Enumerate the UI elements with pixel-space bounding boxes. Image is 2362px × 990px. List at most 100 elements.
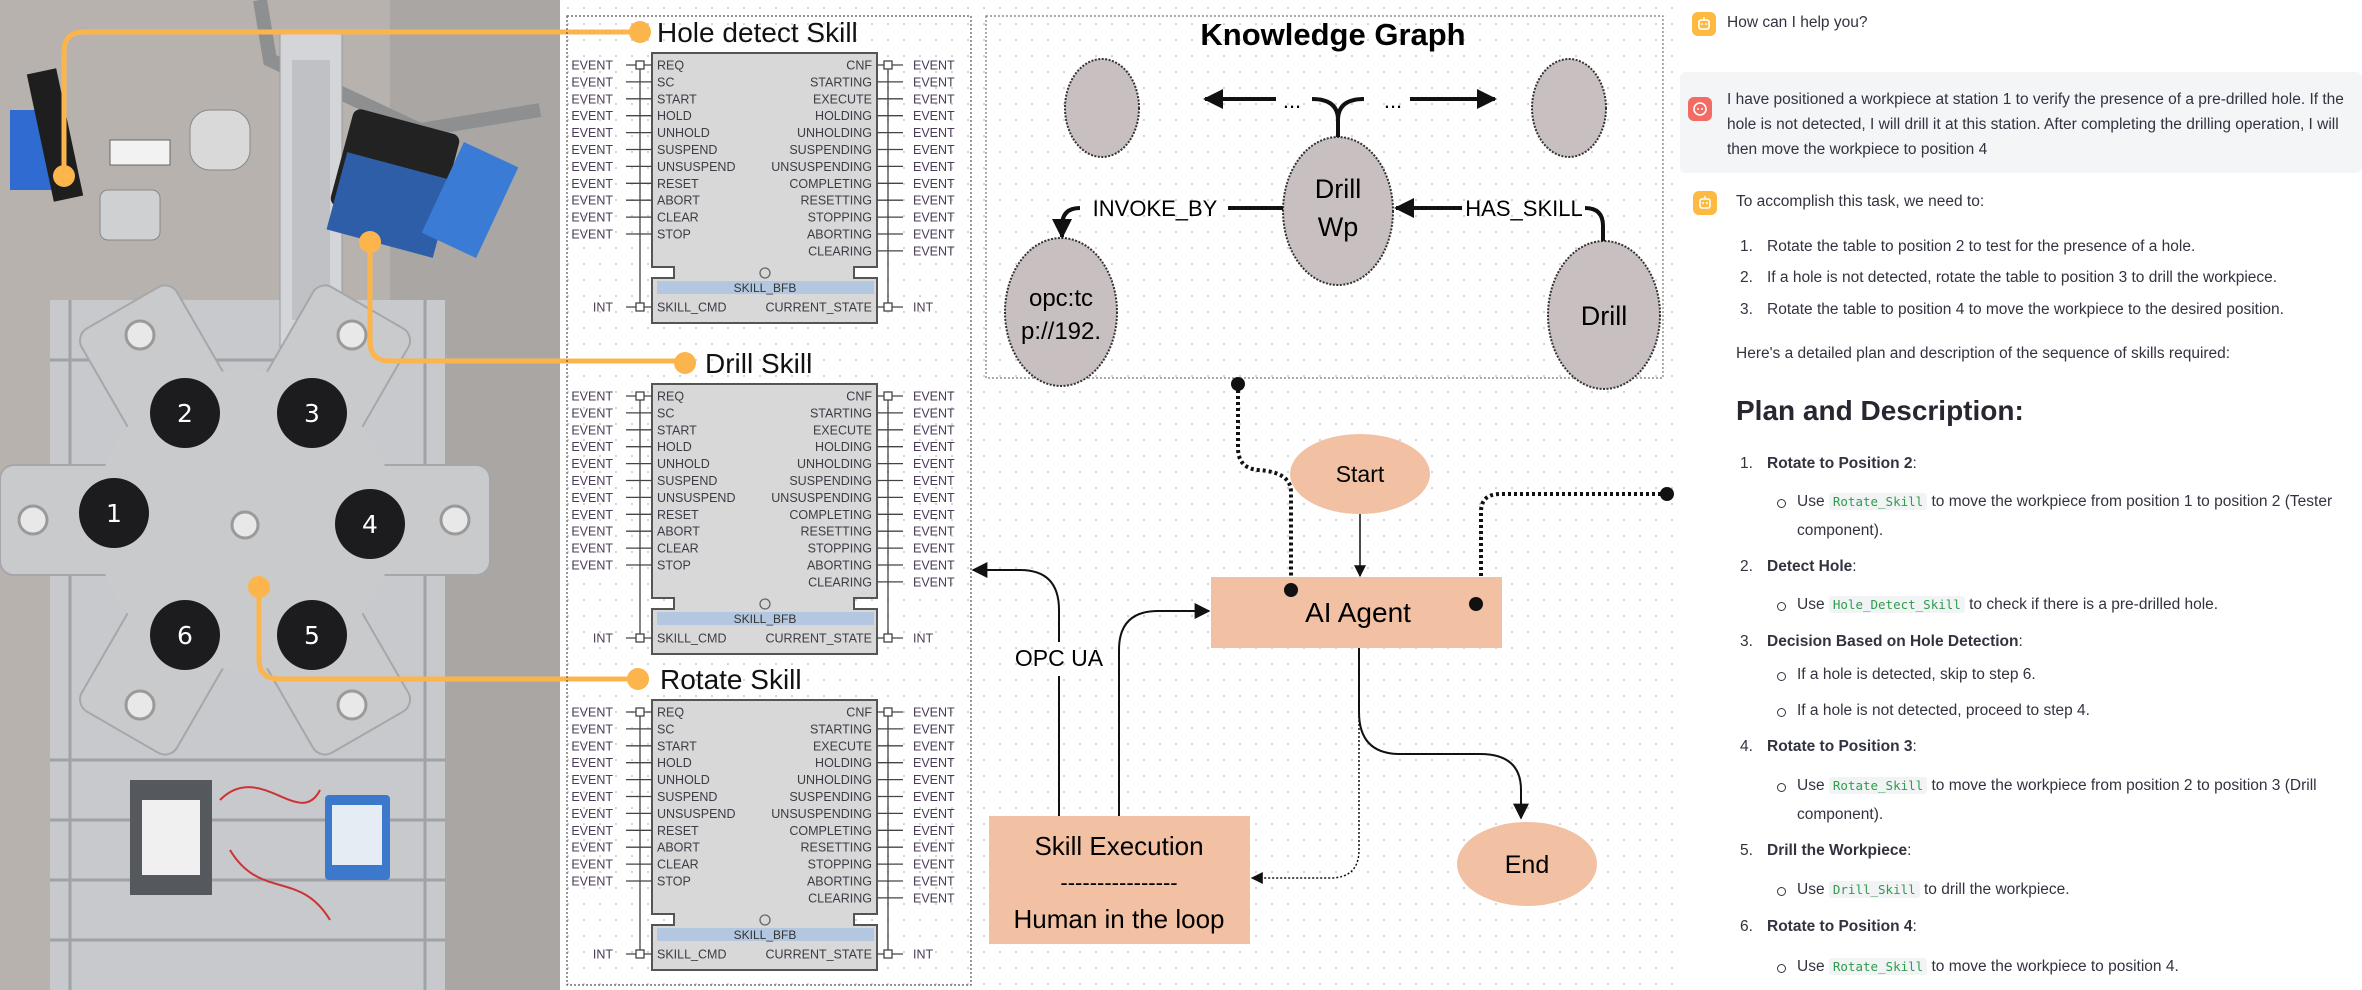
fb-output-execute[interactable]: EXECUTE: [813, 739, 872, 753]
event-type-label: EVENT: [913, 875, 955, 889]
fb-input-clear[interactable]: CLEAR: [657, 211, 699, 225]
fb-output-suspending[interactable]: SUSPENDING: [789, 143, 872, 157]
fb-input-abort[interactable]: ABORT: [657, 525, 700, 539]
fb-input-req[interactable]: REQ: [657, 706, 684, 720]
fb-input-abort[interactable]: ABORT: [657, 841, 700, 855]
plan-substep: Use Rotate_Skill to move the workpiece f…: [1797, 487, 2357, 545]
fb-input-unhold[interactable]: UNHOLD: [657, 457, 710, 471]
fb-output-aborting[interactable]: ABORTING: [807, 875, 872, 889]
skill-connectors: [61, 29, 685, 682]
fb-input-stop[interactable]: STOP: [657, 559, 691, 573]
fb-output-aborting[interactable]: ABORTING: [807, 228, 872, 242]
fb-output-unsuspending[interactable]: UNSUSPENDING: [771, 491, 872, 505]
fb-output-unholding[interactable]: UNHOLDING: [797, 773, 872, 787]
fb-output-aborting[interactable]: ABORTING: [807, 559, 872, 573]
fb-output-completing[interactable]: COMPLETING: [789, 508, 872, 522]
position-marker: [277, 378, 347, 448]
fb-output-starting[interactable]: STARTING: [810, 722, 872, 736]
fb-data-output[interactable]: CURRENT_STATE: [766, 301, 873, 315]
fb-input-suspend[interactable]: SUSPEND: [657, 143, 717, 157]
fb-input-suspend[interactable]: SUSPEND: [657, 474, 717, 488]
fb-data-input[interactable]: SKILL_CMD: [657, 632, 726, 646]
fb-input-unsuspend[interactable]: UNSUSPEND: [657, 160, 736, 174]
fb-input-hold[interactable]: HOLD: [657, 109, 692, 123]
fb-input-reset[interactable]: RESET: [657, 824, 699, 838]
fb-output-resetting[interactable]: RESETTING: [800, 525, 872, 539]
fb-data-output[interactable]: CURRENT_STATE: [766, 948, 873, 962]
fb-output-suspending[interactable]: SUSPENDING: [789, 790, 872, 804]
opc-ua-label: OPC UA: [1015, 645, 1104, 671]
fb-output-completing[interactable]: COMPLETING: [789, 824, 872, 838]
plan-step-title: Rotate to Position 4:: [1767, 918, 1917, 936]
fb-input-start[interactable]: START: [657, 92, 697, 106]
fb-output-holding[interactable]: HOLDING: [815, 756, 872, 770]
event-type-label: EVENT: [571, 390, 613, 404]
fb-output-unholding[interactable]: UNHOLDING: [797, 457, 872, 471]
fb-input-unsuspend[interactable]: UNSUSPEND: [657, 807, 736, 821]
fb-pin-connector: [635, 391, 645, 401]
step-text: Rotate the table to position 4 to move t…: [1767, 301, 2284, 318]
fb-output-unsuspending[interactable]: UNSUSPENDING: [771, 807, 872, 821]
fb-output-holding[interactable]: HOLDING: [815, 109, 872, 123]
fb-output-starting[interactable]: STARTING: [810, 75, 872, 89]
fb-output-cnf[interactable]: CNF: [846, 390, 872, 404]
fb-input-reset[interactable]: RESET: [657, 177, 699, 191]
plan-step-title-text: Drill the Workpiece: [1767, 842, 1908, 859]
fb-input-start[interactable]: START: [657, 423, 697, 437]
fb-output-cnf[interactable]: CNF: [846, 59, 872, 73]
fb-input-clear[interactable]: CLEAR: [657, 858, 699, 872]
fb-input-stop[interactable]: STOP: [657, 875, 691, 889]
fb-input-hold[interactable]: HOLD: [657, 440, 692, 454]
fb-input-clear[interactable]: CLEAR: [657, 542, 699, 556]
event-type-label: EVENT: [913, 706, 955, 720]
kg-node-label: Wp: [1318, 212, 1359, 242]
fb-output-completing[interactable]: COMPLETING: [789, 177, 872, 191]
fb-output-starting[interactable]: STARTING: [810, 406, 872, 420]
fb-input-abort[interactable]: ABORT: [657, 194, 700, 208]
event-type-label: EVENT: [913, 841, 955, 855]
fb-input-unhold[interactable]: UNHOLD: [657, 773, 710, 787]
fb-input-unhold[interactable]: UNHOLD: [657, 126, 710, 140]
fb-output-cnf[interactable]: CNF: [846, 706, 872, 720]
fb-data-input[interactable]: SKILL_CMD: [657, 301, 726, 315]
event-type-label: EVENT: [913, 194, 955, 208]
fb-output-execute[interactable]: EXECUTE: [813, 423, 872, 437]
fb-output-holding[interactable]: HOLDING: [815, 440, 872, 454]
fb-output-clearing[interactable]: CLEARING: [808, 891, 872, 905]
fb-output-unholding[interactable]: UNHOLDING: [797, 126, 872, 140]
fb-type-name: SKILL_BFB: [734, 928, 797, 942]
fb-output-suspending[interactable]: SUSPENDING: [789, 474, 872, 488]
fb-input-req[interactable]: REQ: [657, 390, 684, 404]
fb-input-unsuspend[interactable]: UNSUSPEND: [657, 491, 736, 505]
fb-input-start[interactable]: START: [657, 739, 697, 753]
fb-output-stopping[interactable]: STOPPING: [808, 211, 872, 225]
fb-input-hold[interactable]: HOLD: [657, 756, 692, 770]
position-marker: [335, 489, 405, 559]
fb-output-unsuspending[interactable]: UNSUSPENDING: [771, 160, 872, 174]
fb-input-sc[interactable]: SC: [657, 722, 674, 736]
fb-output-resetting[interactable]: RESETTING: [800, 194, 872, 208]
plan-step-colon: :: [1912, 918, 1917, 935]
event-type-label: EVENT: [571, 542, 613, 556]
user-message: I have positioned a workpiece at station…: [1727, 91, 2344, 158]
fb-input-req[interactable]: REQ: [657, 59, 684, 73]
fb-input-reset[interactable]: RESET: [657, 508, 699, 522]
fb-input-sc[interactable]: SC: [657, 406, 674, 420]
fb-output-stopping[interactable]: STOPPING: [808, 542, 872, 556]
fb-input-suspend[interactable]: SUSPEND: [657, 790, 717, 804]
fb-input-stop[interactable]: STOP: [657, 228, 691, 242]
fb-output-clearing[interactable]: CLEARING: [808, 575, 872, 589]
event-type-label: EVENT: [913, 143, 955, 157]
fb-output-clearing[interactable]: CLEARING: [808, 244, 872, 258]
event-type-label: EVENT: [913, 75, 955, 89]
fb-input-sc[interactable]: SC: [657, 75, 674, 89]
step-number: 3.: [1740, 301, 1753, 318]
fb-type-bar: [657, 928, 874, 941]
fb-data-input[interactable]: SKILL_CMD: [657, 948, 726, 962]
fb-output-resetting[interactable]: RESETTING: [800, 841, 872, 855]
step-text: If a hole is not detected, rotate the ta…: [1767, 269, 2278, 286]
fb-output-execute[interactable]: EXECUTE: [813, 92, 872, 106]
fb-data-output[interactable]: CURRENT_STATE: [766, 632, 873, 646]
fb-output-stopping[interactable]: STOPPING: [808, 858, 872, 872]
